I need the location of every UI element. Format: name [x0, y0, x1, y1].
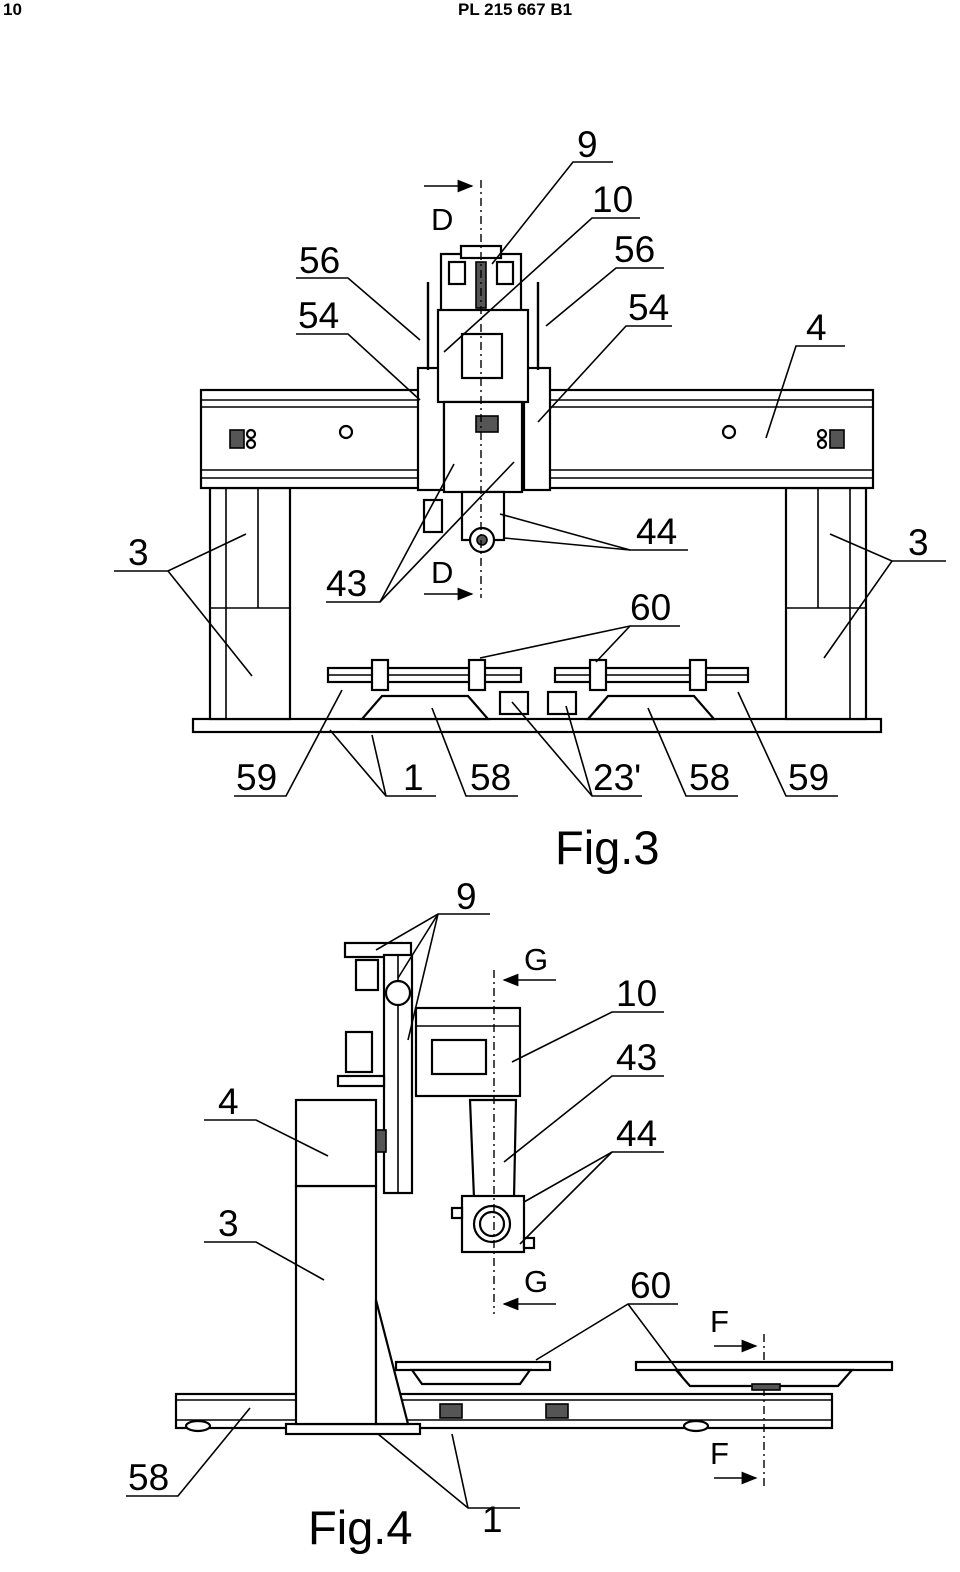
fig4-label-1: 1 [482, 1499, 503, 1540]
fig4-caption: Fig.4 [308, 1501, 413, 1554]
fig4-drawing: 9 10 43 44 4 3 60 58 1 G G F F Fig.4 [126, 876, 894, 1554]
fig3-label-54-left: 54 [298, 295, 339, 336]
fig3-label-58-left: 58 [470, 757, 511, 798]
fig3-right-column [784, 486, 868, 721]
fig4-label-9: 9 [456, 876, 477, 917]
fig3-label-9: 9 [577, 124, 598, 165]
fig4-column [294, 1098, 410, 1426]
fig3-label-58-right: 58 [689, 757, 730, 798]
fig4-leader-lines [126, 913, 758, 1509]
fig4-label-43: 43 [616, 1037, 657, 1078]
fig4-label-58: 58 [128, 1457, 169, 1498]
fig4-vertical-slide [336, 941, 414, 1195]
fig3-left-column [208, 486, 292, 721]
fig3-label-3-left: 3 [128, 532, 149, 573]
fig3-label-54-right: 54 [628, 287, 669, 328]
fig4-label-44: 44 [616, 1113, 657, 1154]
fig4-section-G-bottom: G [524, 1264, 548, 1299]
fig3-caption: Fig.3 [555, 821, 660, 874]
fig3-section-D-top: D [431, 202, 453, 237]
fig3-label-10: 10 [592, 179, 633, 220]
fig4-label-60: 60 [630, 1265, 671, 1306]
fig4-section-F-bottom: F [710, 1436, 729, 1471]
fig4-head [414, 1006, 522, 1098]
fig3-label-3-right: 3 [908, 522, 929, 563]
fig4-section-G-top: G [524, 942, 548, 977]
fig3-label-59-right: 59 [788, 757, 829, 798]
page-number: 10 [3, 0, 22, 19]
fig3-label-23-prime: 23' [593, 757, 641, 798]
fig3-base-plate [191, 717, 883, 734]
fig3-section-D-bottom: D [431, 555, 453, 590]
fig4-label-10: 10 [616, 973, 657, 1014]
fig4-label-4: 4 [218, 1081, 239, 1122]
fig4-label-3: 3 [218, 1203, 239, 1244]
fig4-tables [394, 1360, 894, 1391]
fig3-drawing: 9 10 56 56 54 54 4 3 3 43 44 60 59 1 58 … [114, 124, 946, 874]
fig3-label-1: 1 [403, 757, 424, 798]
fig3-label-59-left: 59 [236, 757, 277, 798]
fig4-base-rail [174, 1392, 834, 1436]
fig3-label-56-left: 56 [299, 240, 340, 281]
fig3-label-43: 43 [326, 563, 367, 604]
fig3-carriage [416, 244, 552, 554]
fig3-leader-lines [114, 161, 946, 797]
fig3-tables [326, 658, 750, 721]
fig4-spindle [450, 1098, 536, 1254]
patent-id: PL 215 667 B1 [458, 0, 573, 19]
fig3-label-44: 44 [636, 511, 677, 552]
fig4-section-F-top: F [710, 1304, 729, 1339]
fig3-label-60: 60 [630, 587, 671, 628]
fig3-label-56-right: 56 [614, 229, 655, 270]
fig3-label-4: 4 [806, 307, 827, 348]
